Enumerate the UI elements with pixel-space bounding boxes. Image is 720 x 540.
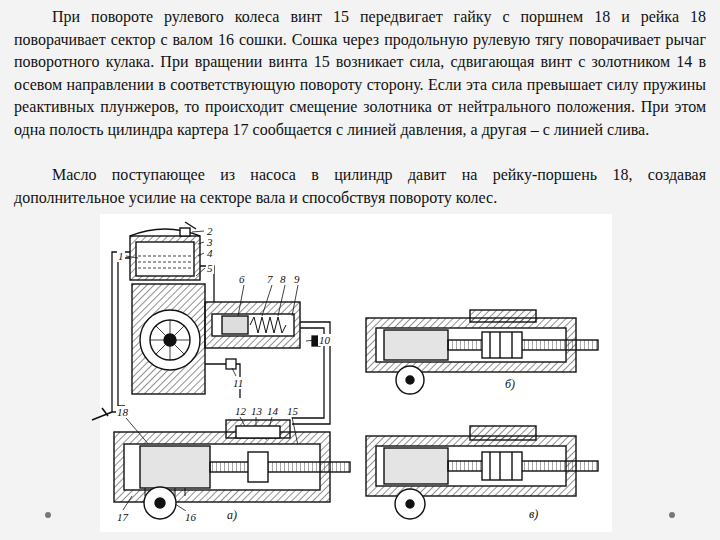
pump-body (150, 320, 190, 360)
flow-valve (250, 317, 286, 333)
steering-gear-b (482, 332, 522, 358)
oil-tank (130, 222, 200, 280)
callout-number: 18 (116, 406, 129, 418)
callout-number: 15 (286, 405, 299, 417)
figure-ground (100, 214, 612, 532)
pump-body (132, 284, 205, 394)
callout-number: 17 (116, 511, 129, 523)
figure-label: б) (504, 378, 516, 391)
pump-body (150, 320, 190, 360)
leader-lines (306, 340, 316, 341)
flow-valve (205, 302, 300, 348)
steering-gear-b (396, 366, 424, 394)
steering-gear-c (366, 426, 598, 519)
paragraph-text: Масло поступающее из насоса в цилиндр да… (14, 164, 706, 209)
oil-lines (118, 258, 130, 406)
callout-number: 12 (234, 405, 247, 417)
leader-lines (232, 368, 236, 376)
oil-lines (112, 252, 330, 424)
leader-lines (198, 253, 204, 256)
steering-gear-b (470, 310, 536, 322)
callout-number: 5 (206, 262, 214, 274)
oil-tank (185, 222, 196, 229)
flow-valve (205, 302, 300, 348)
callout-number: 1 (117, 250, 125, 262)
leader-lines (126, 256, 138, 258)
leader-lines (238, 285, 244, 316)
flow-valve (222, 316, 248, 334)
callout-number: 13 (250, 405, 263, 417)
figure-label: а) (226, 509, 238, 522)
pump-body (132, 284, 205, 394)
steering-gear-a (140, 446, 210, 488)
steering-gear-c (448, 461, 598, 471)
callout-number: 7 (266, 273, 274, 285)
steering-gear-a (92, 408, 350, 519)
flow-valve (212, 314, 294, 336)
leader-lines (198, 242, 204, 244)
leader-lines (278, 285, 285, 316)
steering-gear-c (470, 426, 536, 440)
figure-label: в) (528, 508, 539, 521)
paragraph-text: При повороте рулевого колеса винт 15 пер… (14, 6, 706, 142)
oil-tank (130, 236, 200, 280)
steering-gear-b (490, 332, 512, 358)
callout-number: 11 (232, 377, 244, 389)
oil-tank (138, 256, 192, 268)
steering-gear-c (406, 500, 414, 508)
steering-gear-a (92, 408, 112, 420)
steering-gear-a (248, 452, 268, 482)
steering-gear-a (155, 498, 165, 508)
leader-lines (192, 231, 204, 232)
callout-number: 10 (318, 334, 331, 346)
callout-number: 6 (238, 273, 246, 285)
leader-lines (196, 268, 205, 276)
steering-gear-a (226, 420, 290, 438)
pump-body (140, 310, 200, 370)
callout-number: 16 (184, 511, 197, 523)
oil-tank (130, 229, 200, 236)
leader-lines (262, 285, 272, 316)
steering-gear-a (144, 487, 176, 519)
steering-gear-a (236, 426, 280, 438)
steering-gear-b (406, 376, 414, 384)
leader-lines (292, 285, 298, 316)
steering-gear-c (384, 448, 448, 484)
oil-lines (112, 252, 130, 412)
callout-number: 14 (266, 405, 279, 417)
steering-gear-b (384, 330, 448, 360)
slide-bullets (669, 512, 675, 518)
slide-bullets (45, 512, 51, 518)
steering-gear-c (490, 452, 512, 480)
oil-tank (180, 228, 190, 236)
steering-gear-a (210, 462, 350, 472)
steering-gear-c (482, 452, 522, 480)
callout-number: 8 (279, 273, 287, 285)
steering-gear-b (448, 340, 598, 350)
steering-gear-b (366, 310, 598, 394)
callout-number: 4 (206, 247, 214, 259)
steering-gear-c (395, 489, 425, 519)
callout-number: 9 (293, 273, 301, 285)
oil-tank (136, 242, 194, 276)
oil-lines (226, 359, 236, 369)
